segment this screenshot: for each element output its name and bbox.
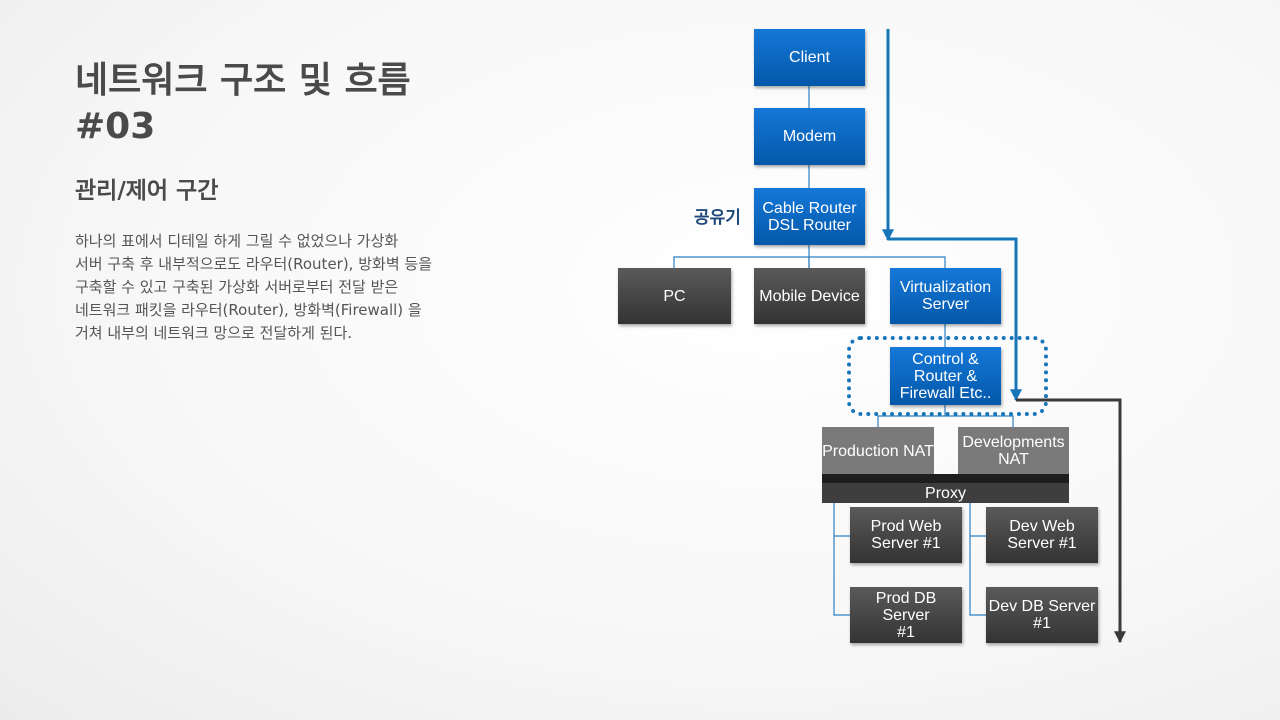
node-developments-nat: Developments NAT [958,427,1069,475]
node-control-router-firewall: Control & Router & Firewall Etc.. [890,347,1001,405]
body-line: 서버 구축 후 내부적으로도 라우터(Router), 방화벽 등을 [75,255,432,273]
connector-control-nat [877,415,1014,427]
node-dev-db-server: Dev DB Server #1 [986,587,1098,643]
connector-prod-servers [833,535,850,616]
node-prod-web-server: Prod Web Server #1 [850,507,962,563]
body-line: 하나의 표에서 디테일 하게 그릴 수 없었으나 가상화 [75,232,399,250]
node-modem: Modem [754,108,865,165]
proxy-band [822,474,1069,483]
body-line: 구축할 수 있고 구축된 가상화 서버로부터 전달 받은 [75,278,399,296]
flow-arrow-to-internal [1016,398,1126,644]
node-pc: PC [618,268,731,324]
control-zone-highlight [847,336,1048,416]
node-client: Client [754,29,865,86]
slide-title: 네트워크 구조 및 흐름 #03 [75,58,411,150]
node-proxy: Proxy [822,483,1069,503]
connector-dev-servers [969,535,986,616]
body-line: 거쳐 내부의 네트워크 망으로 전달하게 된다. [75,324,353,342]
slide-subtitle: 관리/제어 구간 [75,178,219,204]
node-cable-router: Cable Router DSL Router [754,188,865,245]
node-virtualization-server: Virtualization Server [890,268,1001,324]
slide-title-line-2: #03 [75,106,156,147]
node-dev-web-server: Dev Web Server #1 [986,507,1098,563]
flow-arrow-to-control [888,237,1022,402]
node-prod-db-server: Prod DB Server #1 [850,587,962,643]
body-line: 네트워크 패킷을 라우터(Router), 방화벽(Firewall) 을 [75,301,422,319]
router-side-label: 공유기 [694,208,741,228]
node-production-nat: Production NAT [822,427,934,475]
slide-title-line-1: 네트워크 구조 및 흐름 [75,60,411,101]
slide-body-text: 하나의 표에서 디테일 하게 그릴 수 없었으나 가상화 서버 구축 후 내부적… [75,230,495,345]
node-mobile-device: Mobile Device [754,268,865,324]
